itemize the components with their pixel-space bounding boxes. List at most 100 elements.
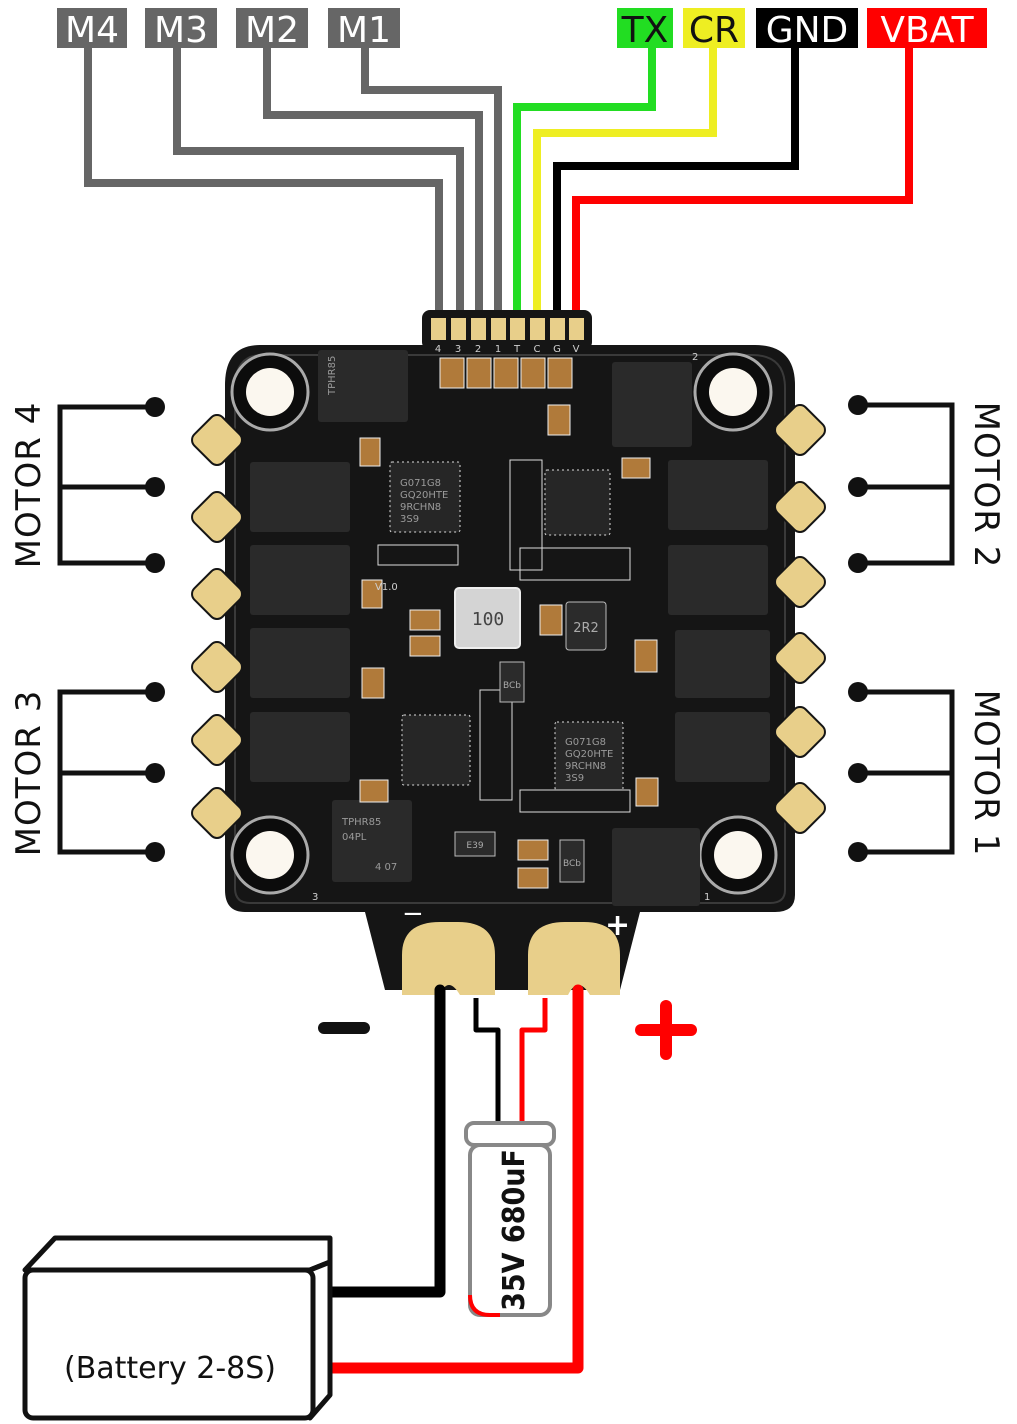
label-m1: M1: [328, 8, 400, 51]
label-m3-text: M3: [154, 10, 208, 51]
pad-silk-t: T: [513, 344, 521, 355]
label-gnd-text: GND: [766, 10, 849, 51]
motor1-terminal-a: [848, 682, 868, 702]
signal-wires: [84, 48, 913, 318]
driver-marking: G071G8: [400, 478, 441, 489]
inductor-main-marking: 100: [472, 609, 505, 630]
driver-marking: GQ20HTE: [565, 749, 613, 760]
motor2-label: MOTOR 2: [966, 402, 1006, 569]
pad-silk-g: G: [553, 344, 561, 355]
wire-vbat: [572, 48, 913, 318]
battery-positive-wire: [324, 984, 584, 1374]
label-cr-text: CR: [689, 10, 739, 51]
label-m1-text: M1: [337, 10, 391, 51]
capacitor-label: 35V 680uF: [497, 1149, 532, 1311]
motor4-pad-c: [191, 568, 243, 620]
mounting-hole-top-right: [693, 352, 773, 432]
mosfets: TPHR85 TPHR85 04PL 4 07: [250, 350, 770, 906]
corner-number-2: 2: [692, 352, 698, 363]
power-wires: [324, 984, 584, 1374]
motor2-pad-c: [774, 556, 826, 608]
header-pad-silk: 4 3 2 1 T C G V: [435, 344, 580, 355]
regulator-b-marking: BCb: [563, 859, 581, 869]
mosfet: [612, 828, 700, 906]
regulator-a: BCb: [499, 661, 525, 703]
battery-negative-wire: [324, 984, 446, 1298]
driver-ic-2: G071G8 GQ20HTE 9RCHN8 3S9: [554, 721, 624, 791]
motor2-bracket: [858, 402, 955, 566]
positive-symbol: [635, 1000, 697, 1060]
label-tx-text: TX: [621, 10, 669, 51]
mcu-ic-2: [401, 714, 471, 786]
motor4-terminal-a: [145, 397, 165, 417]
motor3-pad-b: [191, 714, 243, 766]
motor3-pad-a: [191, 641, 243, 693]
motor1-terminal-c: [848, 842, 868, 862]
board-version: V1.0: [375, 582, 398, 593]
motor-pads-right: [774, 404, 826, 834]
motor2-terminal-c: [848, 553, 868, 573]
header-pads: [431, 318, 584, 340]
driver-marking: 3S9: [400, 514, 419, 525]
corner-number-1: 1: [704, 892, 710, 903]
motor-connectors: [57, 402, 955, 855]
inductor-main: 100: [454, 587, 521, 649]
motor1-pad-c: [774, 782, 826, 834]
driver-marking: 3S9: [565, 773, 584, 784]
battery-label: (Battery 2-8S): [64, 1351, 276, 1386]
motor-pads-left: [191, 414, 243, 839]
regulator-b: BCb: [559, 839, 585, 883]
label-gnd: GND: [756, 8, 858, 51]
motor1-terminal-b: [848, 763, 868, 783]
label-m3: M3: [145, 8, 217, 51]
capacitor-negative-lead: [473, 998, 501, 1125]
board-negative-silk: −: [402, 899, 424, 929]
motor2-pad-b: [774, 481, 826, 533]
resistor-array: [377, 459, 631, 813]
driver-ic-1: G071G8 GQ20HTE 9RCHN8 3S9: [389, 461, 461, 533]
label-m4: M4: [57, 8, 127, 51]
label-vbat-text: VBAT: [880, 10, 974, 51]
battery-pad-positive: [528, 922, 620, 995]
label-tx: TX: [617, 8, 673, 51]
battery: [22, 1235, 333, 1421]
wire-m2: [263, 48, 483, 318]
mosfet: [668, 545, 768, 615]
capacitor: 35V 680uF: [464, 1121, 556, 1317]
motor1-pad-b: [774, 706, 826, 758]
mosfet-marking: TPHR85: [341, 817, 381, 828]
label-m4-text: M4: [65, 10, 119, 51]
mosfet-marking: 4 07: [375, 862, 397, 873]
mounting-hole-top-left: [230, 352, 310, 432]
pad-silk-1: 1: [495, 344, 501, 355]
mosfet-marking: 04PL: [342, 832, 367, 843]
motor2-terminal-b: [848, 477, 868, 497]
battery-pads: − +: [402, 899, 630, 995]
mosfet-marking: TPHR85: [327, 356, 338, 396]
motor4-label: MOTOR 4: [9, 402, 49, 569]
mosfet: TPHR85: [318, 350, 408, 422]
mosfet: [675, 630, 770, 698]
wire-gnd: [553, 48, 799, 318]
pad-silk-3: 3: [455, 344, 461, 355]
driver-marking: GQ20HTE: [400, 490, 448, 501]
negative-symbol: [318, 1022, 370, 1034]
motor3-terminal-a: [145, 682, 165, 702]
passive-components: [359, 357, 659, 889]
mosfet: [250, 462, 350, 532]
regulator-a-marking: BCb: [503, 681, 521, 691]
mounting-holes: 4 2 3 1: [230, 352, 778, 903]
inductor-small-marking: 2R2: [573, 621, 599, 636]
wire-cr: [533, 48, 717, 318]
motor2-pad-a: [774, 404, 826, 456]
wire-m4: [84, 48, 443, 318]
motor1-pad-a: [774, 632, 826, 684]
capacitor-positive-lead: [519, 998, 548, 1125]
motor3-terminal-b: [145, 763, 165, 783]
pad-silk-v: V: [573, 344, 580, 355]
motor4-pad-b: [191, 491, 243, 543]
motor4-terminal-b: [145, 477, 165, 497]
esc-board: 4 3 2 1 T C G V: [191, 310, 826, 995]
mosfet: [250, 712, 350, 782]
